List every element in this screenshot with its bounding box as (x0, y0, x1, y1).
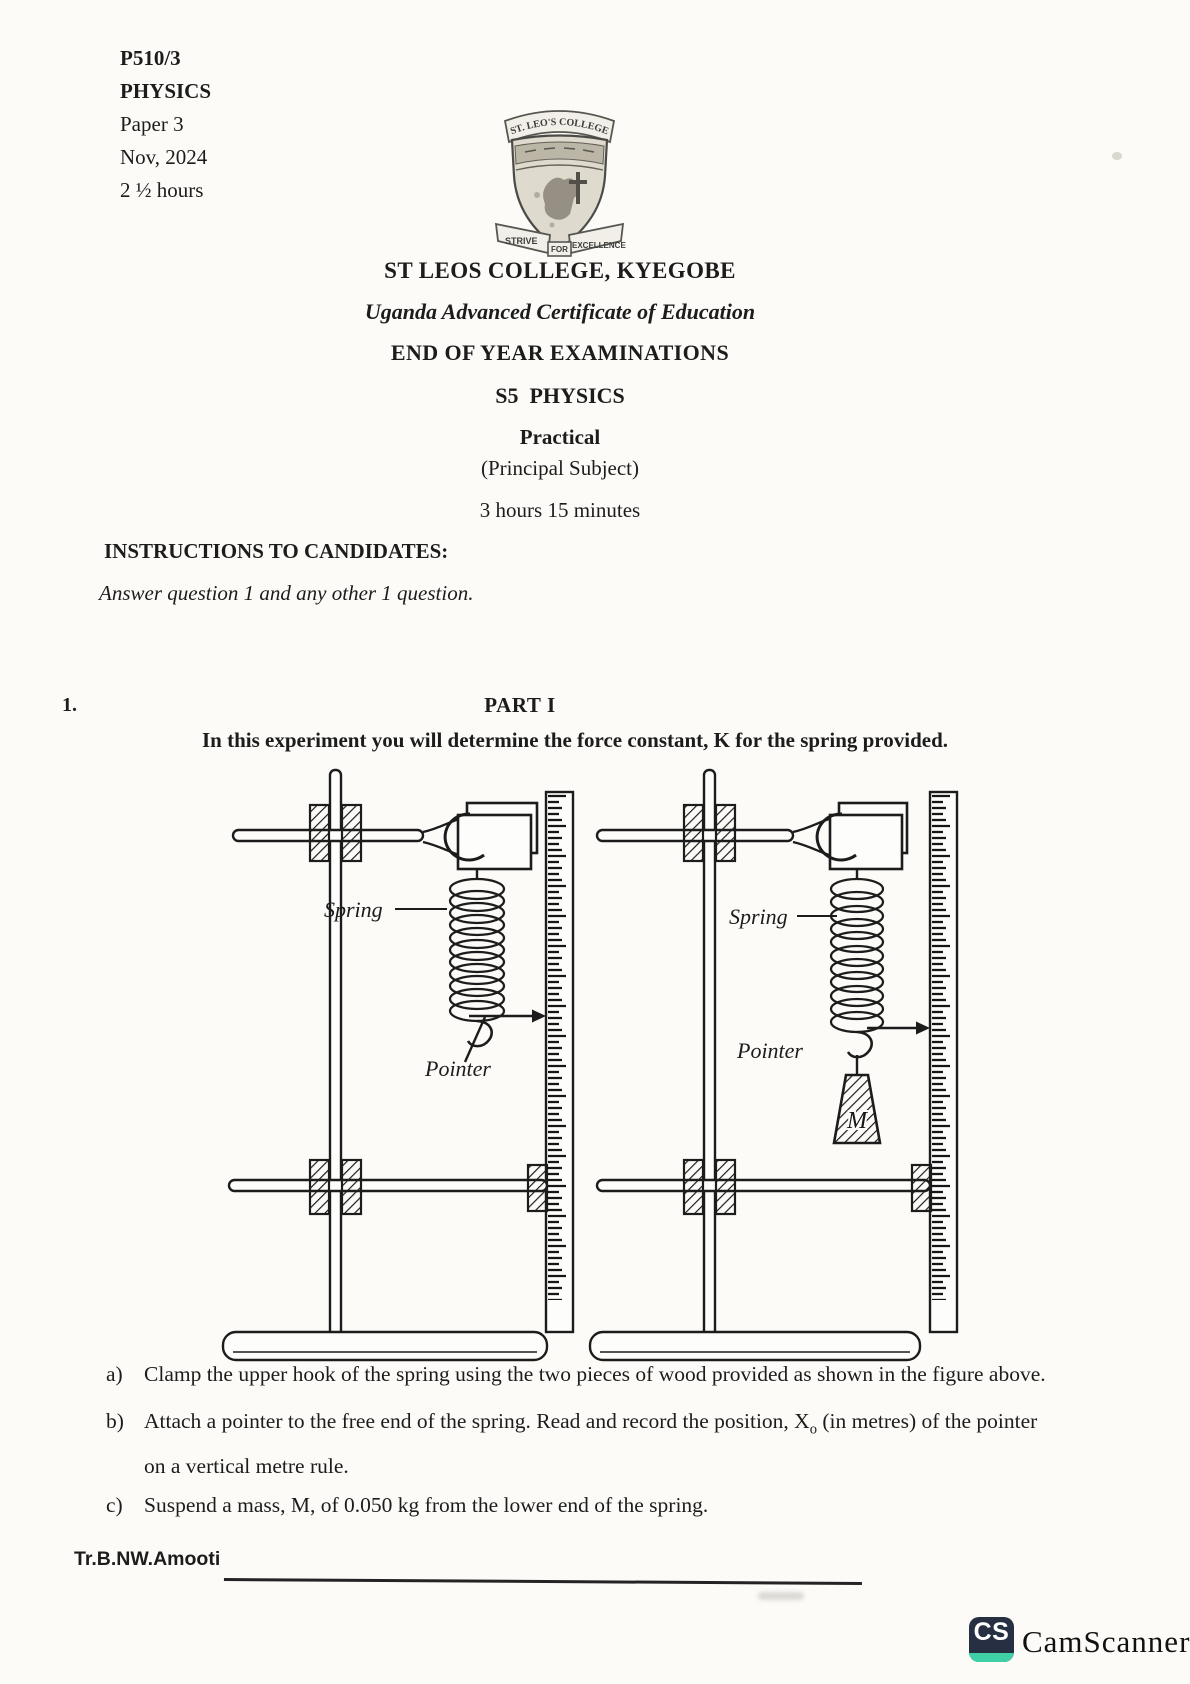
metre-rule-ticks (548, 794, 571, 1300)
instructions-body: Answer question 1 and any other 1 questi… (99, 581, 474, 605)
clamp-jaw (815, 812, 857, 862)
crest-top-ribbon (503, 110, 616, 144)
crest-upper-band (514, 141, 605, 165)
clamp-jaw (443, 812, 485, 862)
crest-cross-horizontal (569, 180, 587, 184)
crest-cross-vertical (576, 172, 580, 204)
spring-hook-lower (466, 1019, 493, 1048)
rule-clamp-block (526, 1163, 549, 1213)
paper-type: Practical (519, 425, 601, 449)
crest-speckle (534, 192, 540, 198)
crest-ribbon-center (547, 241, 572, 257)
step-text: Suspend a mass, M, of 0.050 kg from the … (144, 1492, 709, 1517)
crest-motto-left: STRIVE (505, 236, 538, 246)
instructions-heading: INSTRUCTIONS TO CANDIDATES: (104, 539, 449, 563)
stand-base (221, 1330, 549, 1362)
step-c: c) Suspend a mass, M, of 0.050 kg from t… (106, 1487, 1058, 1531)
procedure-steps: a) Clamp the upper hook of the spring us… (106, 1356, 1058, 1534)
crest-motto-right: EXCELLENCE (572, 241, 626, 250)
spring-coil (829, 877, 885, 1034)
metre-rule-ticks (932, 794, 955, 1300)
part-heading: PART I (484, 693, 556, 717)
exam-name: END OF YEAR EXAMINATIONS (390, 340, 730, 365)
spring-label: Spring (729, 904, 788, 929)
stand-pole (328, 768, 343, 1338)
spring-label: Spring (324, 897, 383, 922)
camscanner-icon: CS (969, 1617, 1014, 1662)
question-number: 1. (62, 694, 77, 716)
clamp-block (682, 1158, 705, 1216)
clamp-block (714, 1158, 737, 1216)
exam-duration: 3 hours 15 minutes (479, 498, 641, 522)
crest-motto-mid: FOR (551, 245, 568, 254)
college-crest: ST. LEO'S COLLEGE STRIVE FOR EXCELLENCE (494, 110, 626, 257)
step-label: a) (106, 1362, 123, 1386)
camscanner-initials: CS (973, 1618, 1010, 1646)
mass-weight (832, 1073, 882, 1145)
paper-header: P510/3 PHYSICS Paper 3 Nov, 2024 2 ½ hou… (120, 42, 211, 207)
crest-speckle (549, 222, 555, 228)
college-name: ST LEOS COLLEGE, KYEGOBE (384, 258, 736, 283)
experiment-intro: In this experiment you will determine th… (201, 728, 949, 752)
figure-right-stand: Spring Pointer M (588, 768, 959, 1362)
rule-clamp-block (910, 1163, 933, 1213)
paper-date: Nov, 2024 (120, 145, 208, 169)
stand-pole (702, 768, 717, 1338)
pointer-needle (463, 1016, 487, 1063)
stand-base (588, 1330, 922, 1362)
camscanner-icon-accent (969, 1653, 1014, 1662)
spring-coil (448, 877, 506, 1023)
subject-status: (Principal Subject) (480, 456, 640, 480)
paper-number: Paper 3 (120, 112, 184, 136)
pointer-label: Pointer (424, 1056, 491, 1081)
camscanner-wordmark: CamScanner (1022, 1624, 1190, 1659)
signature-line (223, 1558, 863, 1585)
step-b: b) Attach a pointer to the free end of t… (106, 1403, 1058, 1483)
step-a: a) Clamp the upper hook of the spring us… (106, 1356, 1058, 1400)
class-subject: S5 PHYSICS (495, 383, 625, 408)
certificate-name: Uganda Advanced Certificate of Education (364, 299, 756, 324)
figure-left-stand: Spring Pointer (221, 768, 575, 1362)
clamp-block (308, 1158, 331, 1216)
crest-lion (543, 177, 579, 220)
step-text: Clamp the upper hook of the spring using… (144, 1362, 1046, 1386)
mass-label: M (846, 1108, 869, 1134)
paper-subject: PHYSICS (120, 79, 212, 103)
scan-speck (1112, 152, 1122, 160)
clamp-rod-lower (227, 1178, 549, 1193)
clamp-block (682, 803, 705, 863)
pointer-label: Pointer (736, 1038, 803, 1063)
clamp-block (340, 803, 363, 863)
scan-smudge (758, 1592, 804, 1600)
paper-code: P510/3 (120, 46, 181, 70)
step-label: c) (106, 1492, 123, 1517)
step-text: Attach a pointer to the free end of the … (144, 1409, 1038, 1478)
clamp-rod-lower (595, 1178, 932, 1193)
clamp-block (340, 1158, 363, 1216)
clamp-block (308, 803, 331, 863)
teacher-name: Tr.B.NW.Amooti (74, 1548, 221, 1570)
paper-duration: 2 ½ hours (120, 178, 204, 202)
step-label: b) (106, 1409, 124, 1434)
pointer-arrow-head (532, 1009, 546, 1023)
crest-divider (515, 164, 604, 171)
pointer-arrow-head (916, 1021, 930, 1035)
crest-band-marks (524, 147, 595, 153)
clamp-block (714, 803, 737, 863)
spring-hook-lower (846, 1030, 873, 1059)
